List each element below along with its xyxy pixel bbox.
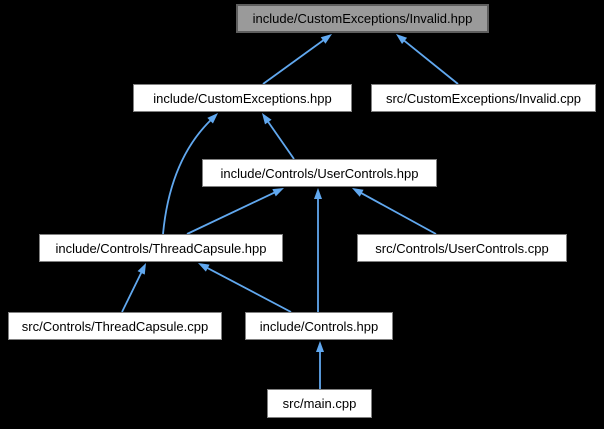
node-include-controls-threadcapsule-hpp[interactable]: include/Controls/ThreadCapsule.hpp [39, 234, 283, 262]
arrowhead-icon [272, 188, 284, 197]
node-src-customexceptions-invalid-cpp[interactable]: src/CustomExceptions/Invalid.cpp [371, 84, 596, 112]
edge-customexceptions_hpp-to-invalid_hpp [262, 39, 325, 85]
node-include-controls-usercontrols-hpp[interactable]: include/Controls/UserControls.hpp [202, 159, 437, 187]
arrowhead-icon [198, 263, 210, 272]
node-include-customexceptions-hpp[interactable]: include/CustomExceptions.hpp [133, 84, 352, 112]
node-src-controls-usercontrols-cpp[interactable]: src/Controls/UserControls.cpp [357, 234, 567, 262]
edge-invalid_cpp-to-invalid_hpp [403, 39, 459, 85]
arrowhead-icon [352, 188, 364, 197]
node-src-main-cpp[interactable]: src/main.cpp [267, 389, 372, 418]
edge-usercontrols_cpp-to-usercontrols_hpp [360, 192, 437, 235]
node-include-customexceptions-invalid-hpp[interactable]: include/CustomExceptions/Invalid.hpp [236, 4, 489, 33]
arrowhead-icon [207, 113, 218, 124]
node-src-controls-threadcapsule-cpp[interactable]: src/Controls/ThreadCapsule.cpp [8, 312, 222, 340]
arrowhead-icon [314, 188, 322, 199]
edge-threadcapsule_cpp-to-threadcapsule_hpp [121, 271, 143, 313]
edge-controls_hpp-to-threadcapsule_hpp [206, 266, 292, 313]
edge-threadcapsule_hpp-to-customexceptions_hpp [162, 119, 212, 235]
edge-usercontrols_hpp-to-customexceptions_hpp [266, 120, 295, 160]
arrowhead-icon [137, 263, 146, 275]
arrowhead-icon [396, 34, 408, 45]
arrowhead-icon [320, 34, 332, 44]
edge-threadcapsule_hpp-to-usercontrols_hpp [186, 191, 276, 235]
arrowhead-icon [316, 341, 324, 352]
node-include-controls-hpp[interactable]: include/Controls.hpp [245, 312, 393, 340]
arrowhead-icon [262, 113, 272, 125]
